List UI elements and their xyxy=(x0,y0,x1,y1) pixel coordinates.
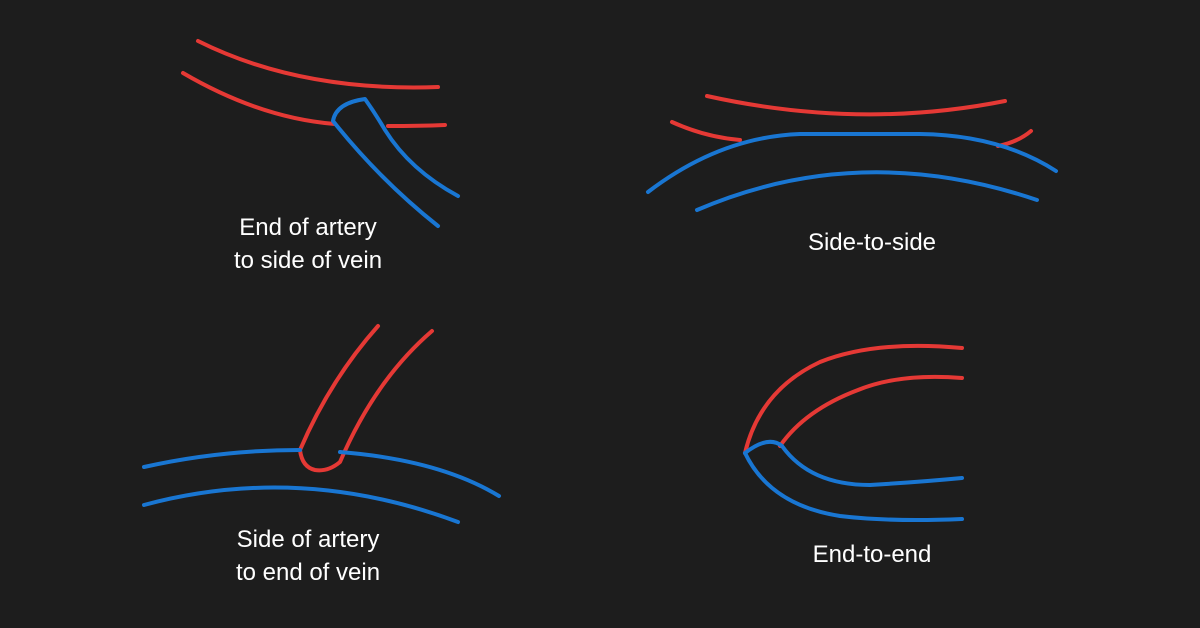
panel-end-to-end xyxy=(743,343,964,522)
caption-line: to side of vein xyxy=(233,247,383,274)
vein-wall-lower xyxy=(142,485,460,524)
panel-side-to-side xyxy=(646,94,1058,212)
artery-wall-upper xyxy=(705,94,1007,117)
panel-side-artery-end-vein xyxy=(142,324,501,524)
caption-line: to end of vein xyxy=(235,559,381,586)
artery-wall-lower-right xyxy=(386,123,447,128)
vein-end-joined xyxy=(331,97,460,228)
artery-wall-outer xyxy=(743,343,964,455)
vein-wall-lower xyxy=(695,170,1039,212)
artery-end-joined xyxy=(298,324,434,473)
caption-line: End-to-end xyxy=(812,541,932,568)
panel-end-artery-side-vein xyxy=(181,39,460,228)
artery-wall-lower-right xyxy=(996,129,1033,148)
vein-wall-upper-right xyxy=(338,450,501,498)
vein-wall-upper xyxy=(646,132,1058,194)
caption-end-to-end: End-to-end xyxy=(722,538,1022,571)
artery-wall-lower xyxy=(181,71,337,126)
artery-wall-inner xyxy=(778,374,964,448)
caption-end-artery-side-vein: End of artery to side of vein xyxy=(158,211,458,277)
vein-wall-upper-left xyxy=(142,448,302,469)
caption-line: Side-to-side xyxy=(807,229,937,256)
caption-line: Side of artery xyxy=(236,526,380,553)
caption-side-to-side: Side-to-side xyxy=(722,226,1022,259)
vein-wall-inner xyxy=(743,451,964,522)
caption-side-artery-end-vein: Side of artery to end of vein xyxy=(158,523,458,589)
vein-wall-outer xyxy=(743,439,964,487)
artery-wall-upper xyxy=(196,39,440,90)
artery-wall-lower-left xyxy=(670,120,742,142)
caption-line: End of artery xyxy=(239,214,377,241)
